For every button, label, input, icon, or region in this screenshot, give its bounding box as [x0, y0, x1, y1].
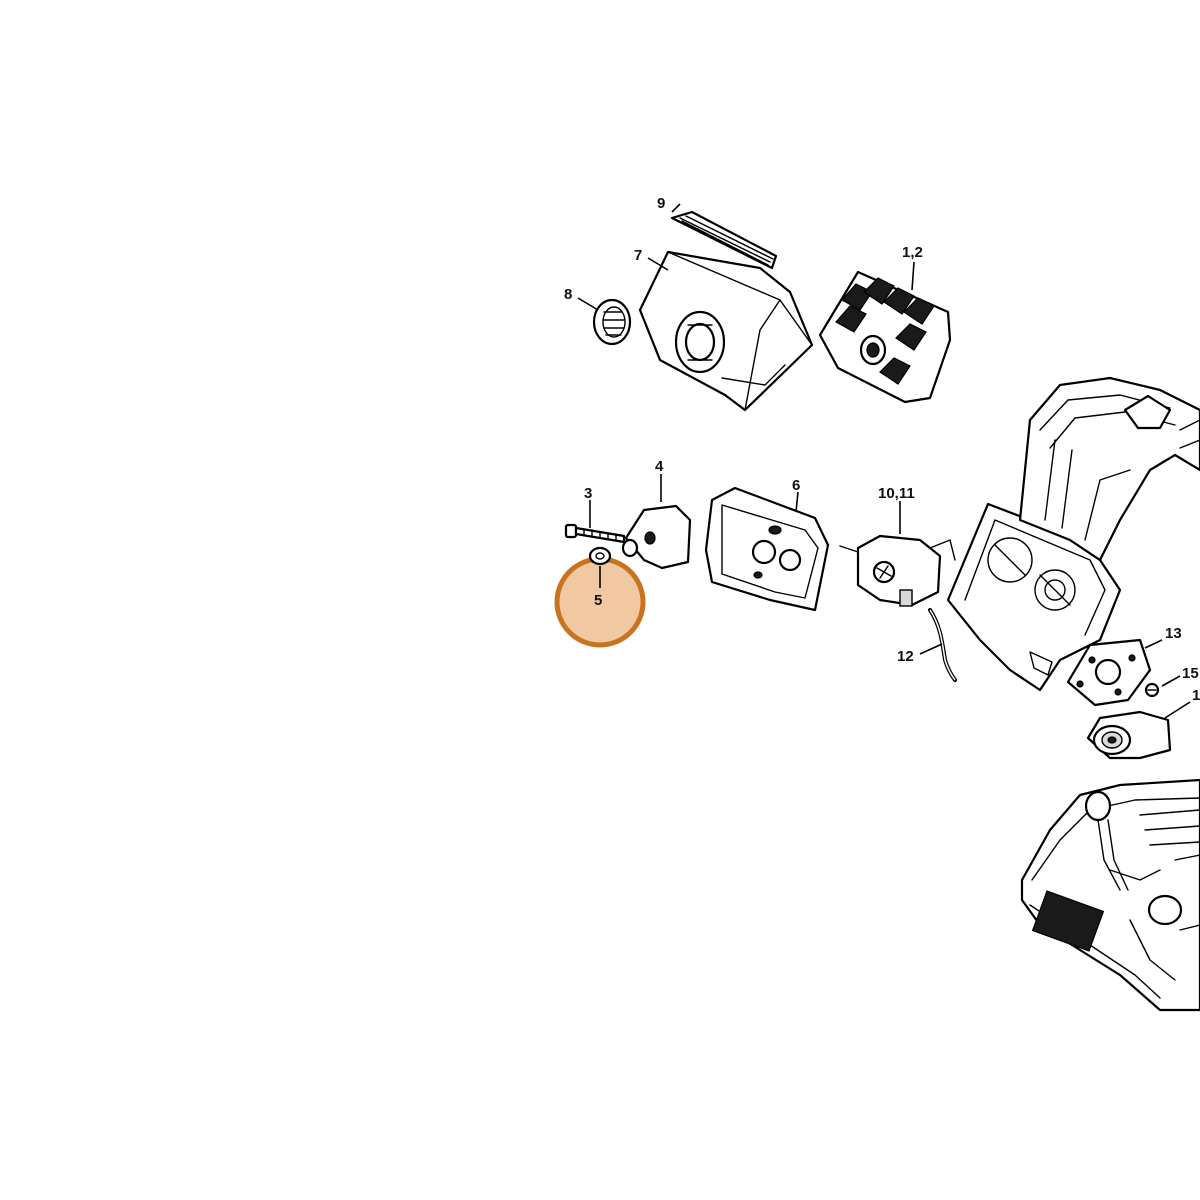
- part-13-gasket: [1066, 638, 1152, 707]
- leader-12: [919, 643, 943, 655]
- part-9-screen: [670, 210, 778, 270]
- callout-15: 15: [1182, 665, 1199, 682]
- part-15-screw: [1144, 682, 1160, 698]
- leader-1x: [1164, 701, 1191, 719]
- callout-13: 13: [1165, 625, 1182, 642]
- callout-9: 9: [657, 195, 665, 212]
- part-5-washer: [588, 546, 612, 566]
- engine-body: [1020, 778, 1200, 1012]
- part-10-11-carburetor: [839, 534, 956, 607]
- callout-8: 8: [564, 286, 572, 303]
- callout-6: 6: [792, 477, 800, 494]
- callout-3: 3: [584, 485, 592, 502]
- part-12-hose: [928, 608, 957, 682]
- part-7-cover: [638, 250, 814, 412]
- part-8-knob: [592, 298, 632, 346]
- part-intake-flange: [1086, 710, 1172, 760]
- callout-5: 5: [594, 592, 602, 609]
- callout-1-2: 1,2: [902, 244, 923, 261]
- leader-1-2: [911, 261, 915, 291]
- part-3-screw: [564, 523, 626, 544]
- callout-1x: 1: [1192, 687, 1200, 704]
- leader-8: [577, 297, 599, 311]
- callout-7: 7: [634, 247, 642, 264]
- callout-4: 4: [655, 458, 664, 475]
- part-4-bracket: [621, 504, 692, 570]
- callout-12: 12: [897, 648, 914, 665]
- part-6-base: [704, 486, 830, 612]
- callout-10-11: 10,11: [878, 485, 915, 502]
- leader-15: [1161, 675, 1181, 687]
- machine-housing: [946, 376, 1200, 692]
- leader-13: [1144, 639, 1163, 649]
- part-1-2-air-filter: [818, 270, 952, 404]
- leader-6: [795, 491, 799, 513]
- leader-7: [647, 257, 669, 271]
- leader-9: [671, 203, 681, 213]
